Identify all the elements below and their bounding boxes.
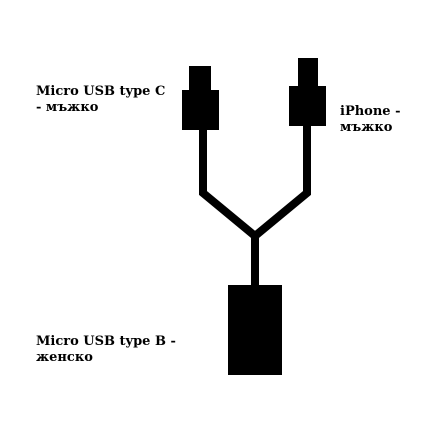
- label-iphone-line1: iPhone -: [340, 104, 401, 119]
- label-micro-usb-b-line2: женско: [36, 350, 93, 365]
- connector-micro-usb-c-tip: [189, 66, 211, 92]
- cable-left-branch: [199, 128, 258, 240]
- label-micro-usb-c-line2: - мъжко: [36, 100, 99, 115]
- label-micro-usb-b-line1: Micro USB type B -: [36, 334, 176, 349]
- connector-iphone-body: [289, 86, 326, 126]
- label-micro-usb-c: Micro USB type C - мъжко: [36, 84, 165, 116]
- connector-iphone-tip: [298, 58, 318, 88]
- label-iphone-line2: мъжко: [340, 120, 393, 135]
- connector-micro-usb-b: [228, 285, 282, 375]
- connector-micro-usb-c-body: [182, 90, 219, 130]
- cable-right-branch: [252, 124, 311, 240]
- label-micro-usb-b: Micro USB type B - женско: [36, 334, 176, 366]
- label-iphone: iPhone - мъжко: [340, 104, 400, 136]
- label-micro-usb-c-line1: Micro USB type C: [36, 84, 166, 99]
